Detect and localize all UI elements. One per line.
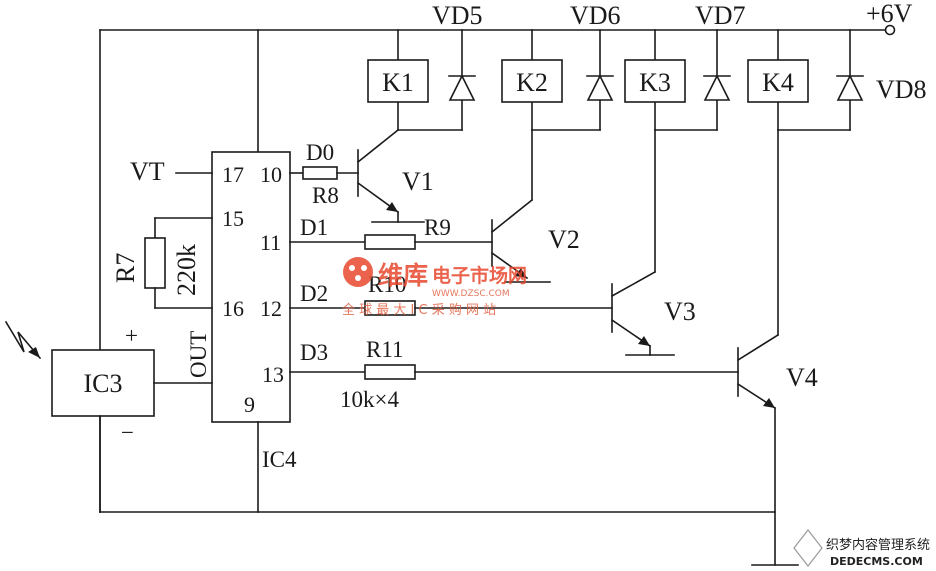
diode-vd7-label: VD7 xyxy=(695,1,746,30)
ic3-plus: + xyxy=(125,323,138,348)
ground-rail xyxy=(99,415,776,513)
dzsc-brand-rest: 电子市场网 xyxy=(432,264,527,287)
relay-k3: K3 xyxy=(624,59,686,103)
v1-label: V1 xyxy=(402,167,434,196)
dzsc-watermark: 维库 电子市场网 WWW.DZSC.COM 全 球 最 大 I C 采 购 网 … xyxy=(342,257,527,318)
diode-vd6-label: VD6 xyxy=(570,1,621,30)
relay-k1-label: K1 xyxy=(382,68,414,97)
r7-value: 220k xyxy=(172,244,201,296)
ic3-minus: − xyxy=(121,420,134,445)
diode-vd5 xyxy=(448,74,476,101)
diode-vd8-label: VD8 xyxy=(876,75,927,104)
r8-label: R8 xyxy=(312,183,339,208)
transistor-v4: V4 xyxy=(736,129,818,566)
ic3-label: IC3 xyxy=(84,369,123,398)
relay-k2-label: K2 xyxy=(516,68,548,97)
ic4-pin-13: 13 xyxy=(262,362,284,387)
dzsc-slogan: 全 球 最 大 I C 采 购 网 站 xyxy=(342,302,496,318)
ic3-out-label: OUT xyxy=(186,331,211,378)
dedecms-title: 织梦内容管理系统 xyxy=(826,537,930,553)
resistor-value-label: 10k×4 xyxy=(340,387,399,412)
supply-wiring xyxy=(99,24,896,513)
d3-label: D3 xyxy=(300,340,328,365)
ic4-pin-10: 10 xyxy=(260,162,282,187)
ic4-pin-9: 9 xyxy=(244,392,255,417)
ic4-chip: 17 10 15 11 16 12 13 9 IC4 xyxy=(211,151,297,513)
line-d2: D2 R10 xyxy=(289,272,613,316)
vt-input-label: VT xyxy=(130,157,165,186)
r7-name: R7 xyxy=(111,253,140,283)
d1-label: D1 xyxy=(300,215,328,240)
dedecms-url: DEDECMS.COM xyxy=(830,555,923,568)
ic4-label: IC4 xyxy=(262,447,297,472)
relay-k4-label: K4 xyxy=(762,68,794,97)
diode-vd7 xyxy=(703,74,731,101)
supply-label: +6V xyxy=(866,0,913,28)
r10-label: R10 xyxy=(368,272,406,297)
ic4-pin-15: 15 xyxy=(222,206,244,231)
dzsc-url: WWW.DZSC.COM xyxy=(432,289,510,299)
diode-vd5-label: VD5 xyxy=(432,1,483,30)
d0-label: D0 xyxy=(306,140,334,165)
line-d3: D3 R11 10k×4 xyxy=(289,337,739,412)
line-d1: D1 R9 xyxy=(289,215,493,250)
transistor-v2: V2 xyxy=(490,129,580,283)
diode-vd6 xyxy=(586,74,614,101)
relay-k3-label: K3 xyxy=(639,68,671,97)
v3-label: V3 xyxy=(664,297,696,326)
dedecms-watermark: 织梦内容管理系统 DEDECMS.COM xyxy=(793,529,930,568)
ic4-pin-16: 16 xyxy=(222,296,244,321)
dedecms-logo-icon xyxy=(793,529,823,567)
d2-label: D2 xyxy=(300,281,328,306)
v4-label: V4 xyxy=(786,363,818,392)
relay-k1: K1 xyxy=(367,59,429,103)
diode-vd8 xyxy=(836,74,864,101)
transistor-v1: V1 xyxy=(356,128,434,223)
r9-label: R9 xyxy=(424,215,451,240)
ic4-pin-12: 12 xyxy=(260,296,282,321)
r11-label: R11 xyxy=(366,337,404,362)
ic4-pin-17: 17 xyxy=(222,162,244,187)
resistor-r7: R7 220k xyxy=(111,217,213,309)
relay-k4: K4 xyxy=(747,59,809,103)
light-arrow-icon xyxy=(4,320,42,360)
v2-label: V2 xyxy=(548,225,580,254)
line-d0: D0 R8 xyxy=(289,140,359,208)
transistor-v3: V3 xyxy=(610,129,696,356)
relay-k2: K2 xyxy=(501,59,563,103)
dzsc-brand: 维库 xyxy=(378,261,428,290)
dzsc-logo-icon xyxy=(343,257,373,287)
ic4-pin-11: 11 xyxy=(260,230,281,255)
ic3-block: IC3 + − OUT xyxy=(51,323,213,445)
